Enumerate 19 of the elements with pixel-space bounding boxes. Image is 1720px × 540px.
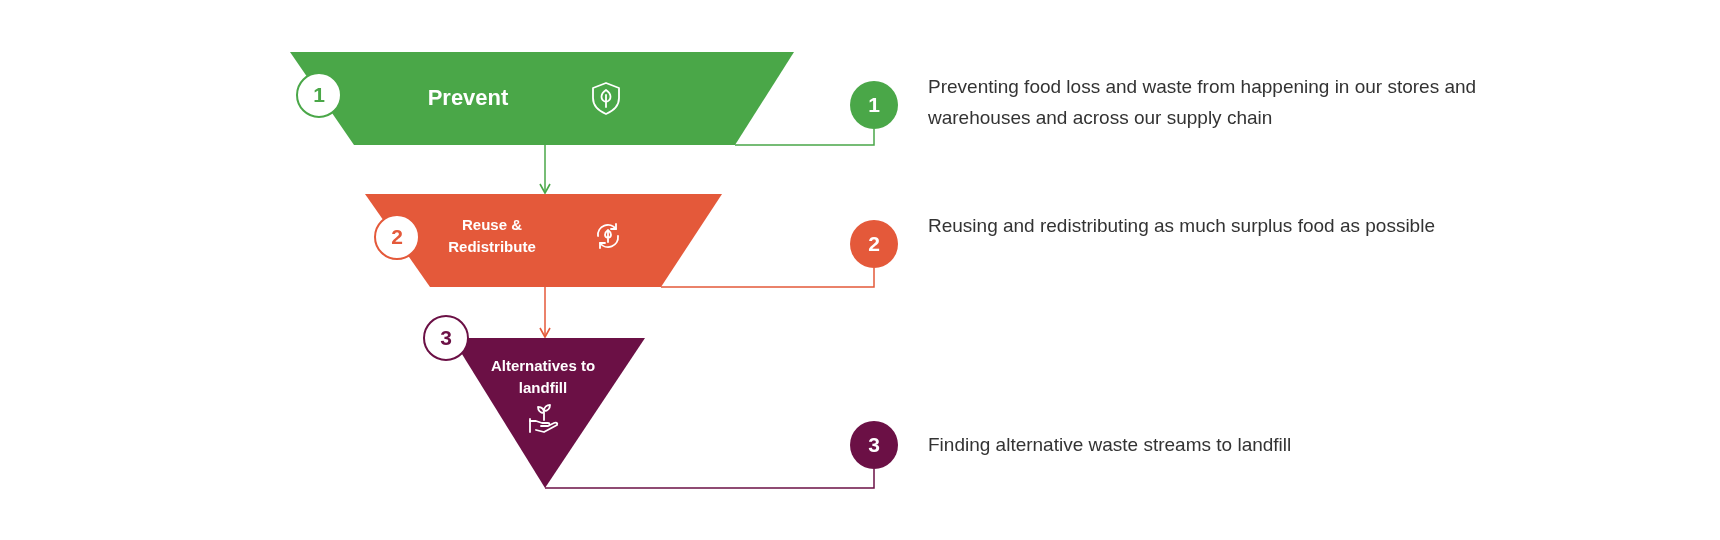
stage-title: Alternatives to landfill [489,356,597,398]
number-circle: 2 [850,220,898,268]
connector-line [660,267,875,288]
stage-title: Prevent [426,84,510,112]
number-badge: 3 [423,315,469,361]
number-badge: 1 [296,72,342,118]
arrow [539,144,551,194]
connector-line [544,468,875,489]
funnel-stage [365,194,722,287]
number-badge: 2 [374,214,420,260]
arrow [539,286,551,338]
description-text: Finding alternative waste streams to landfill [928,433,1293,457]
connector-line [734,128,875,146]
number-circle: 3 [850,421,898,469]
description-text: Reusing and redistributing as much surplus food as possible [928,214,1436,238]
stage-title: Reuse & Redistribute [447,215,537,257]
description-text: Preventing food loss and waste from happening in our stores and warehouses and across our supply chain [928,75,1478,130]
funnel-stage [290,52,794,145]
number-circle: 1 [850,81,898,129]
